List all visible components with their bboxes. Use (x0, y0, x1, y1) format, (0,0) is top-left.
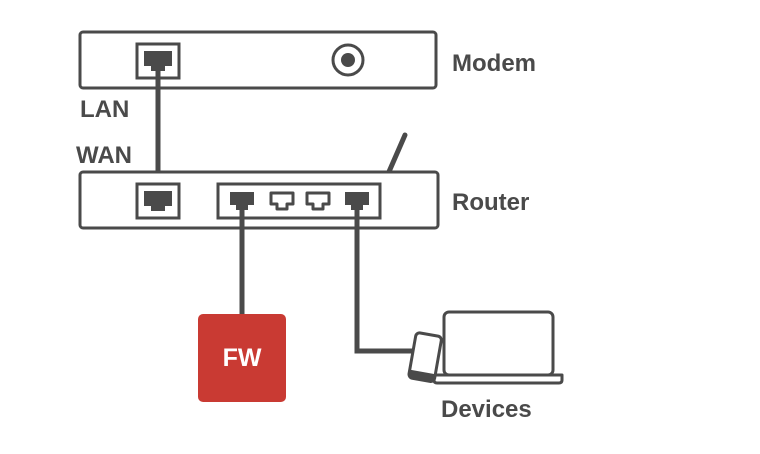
router (78, 132, 440, 230)
laptop-icon (432, 310, 564, 385)
router-wan-port-icon (135, 182, 181, 220)
lan-port-1-icon (230, 192, 254, 210)
lan-port-group (216, 182, 382, 220)
firewall-label: FW (223, 344, 262, 372)
lan-port-2-icon (269, 191, 295, 211)
lan-label: LAN (80, 96, 129, 123)
router-label: Router (452, 189, 529, 216)
firewall-box (198, 314, 286, 402)
lan-port-4-icon (345, 192, 369, 210)
firewall: FW (198, 314, 286, 402)
phone-icon (407, 331, 443, 383)
wan-label: WAN (76, 142, 132, 169)
antenna-icon (385, 132, 408, 177)
router-devices-cable (354, 204, 420, 354)
router-box (78, 170, 440, 230)
modem (78, 30, 438, 90)
lan-port-3-icon (305, 191, 331, 211)
modem-box (78, 30, 438, 90)
power-button-icon (331, 43, 365, 77)
modem-label: Modem (452, 50, 536, 77)
devices-label: Devices (441, 396, 532, 423)
